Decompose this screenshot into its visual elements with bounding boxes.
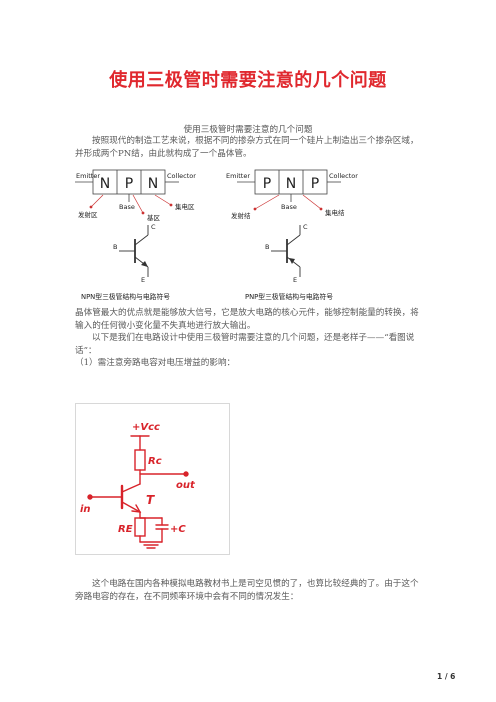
pnp-symbol: B C E bbox=[265, 223, 308, 284]
pnp-collector-junction-label: 集电结 bbox=[325, 208, 345, 217]
npn-base-region-label: 基区 bbox=[147, 213, 161, 222]
page-number: 1 / 6 bbox=[437, 672, 456, 681]
npn-base-label: Base bbox=[119, 203, 135, 211]
pnp-pin-c: C bbox=[303, 223, 308, 231]
in-label: in bbox=[80, 504, 91, 515]
pnp-emitter-label: Emitter bbox=[226, 172, 250, 180]
pnp-base-label: Base bbox=[281, 203, 297, 211]
bypass-capacitor-circuit-figure: +Vcc Rc out in T RE +C bbox=[75, 403, 230, 555]
pnp-pin-b: B bbox=[265, 243, 269, 251]
paragraph-circuit-explanation: 这个电路在国内各种模拟电路教材书上是司空见惯的了，也算比较经典的了。由于这个旁路… bbox=[75, 579, 419, 602]
pnp-structure: P N P Emitter Collector Base 发射结 集电结 bbox=[226, 169, 358, 220]
transistor-t-label: T bbox=[146, 493, 155, 507]
npn-region-1: N bbox=[100, 176, 110, 192]
pnp-region-3: P bbox=[311, 176, 319, 192]
pnp-region-1: P bbox=[263, 176, 271, 192]
vcc-label: +Vcc bbox=[132, 422, 160, 433]
npn-emitter-label: Emitter bbox=[76, 172, 100, 180]
npn-pin-b: B bbox=[113, 243, 117, 251]
npn-region-3: N bbox=[148, 176, 158, 192]
pnp-collector-label: Collector bbox=[329, 172, 358, 180]
pnp-emitter-junction-label: 发射结 bbox=[231, 211, 251, 220]
npn-pin-e: E bbox=[141, 276, 145, 284]
paragraph-intro: 按照现代的制造工艺来说，根据不同的掺杂方式在同一个硅片上制造出三个掺杂区域，并形… bbox=[75, 136, 419, 159]
npn-structure: N P N Emitter Collector Base 发射区 基区 集电区 bbox=[75, 169, 196, 222]
pnp-pin-e: E bbox=[293, 276, 297, 284]
paragraph-notes-intro: 以下是我们在电路设计中使用三极管时需要注意的几个问题，还是老样子——“看图说话”… bbox=[75, 333, 415, 356]
paragraph-point-1: （1）需注意旁路电容对电压增益的影响： bbox=[75, 358, 236, 368]
npn-caption: NPN型三极管结构与电路符号 bbox=[81, 292, 170, 301]
pnp-caption: PNP型三极管结构与电路符号 bbox=[245, 292, 333, 301]
paragraph-advantage: 晶体管最大的优点就是能够放大信号，它是放大电路的核心元件，能够控制能量的转换，将… bbox=[75, 308, 419, 331]
rc-label: Rc bbox=[148, 456, 162, 467]
npn-pin-c: C bbox=[151, 223, 156, 231]
npn-symbol: B C E bbox=[113, 223, 156, 284]
npn-region-2: P bbox=[125, 176, 133, 192]
npn-collector-region-label: 集电区 bbox=[175, 202, 195, 211]
npn-collector-label: Collector bbox=[167, 172, 196, 180]
capacitor-label: +C bbox=[170, 524, 186, 535]
document-title: 使用三极管时需要注意的几个问题 bbox=[109, 70, 387, 91]
transistor-structure-figure: N P N Emitter Collector Base 发射区 基区 集电区 … bbox=[75, 169, 358, 301]
out-label: out bbox=[176, 480, 196, 491]
document-subtitle: 使用三极管时需要注意的几个问题 bbox=[183, 125, 313, 135]
pnp-region-2: N bbox=[286, 176, 296, 192]
re-label: RE bbox=[118, 524, 133, 535]
npn-emitter-region-label: 发射区 bbox=[78, 210, 98, 219]
